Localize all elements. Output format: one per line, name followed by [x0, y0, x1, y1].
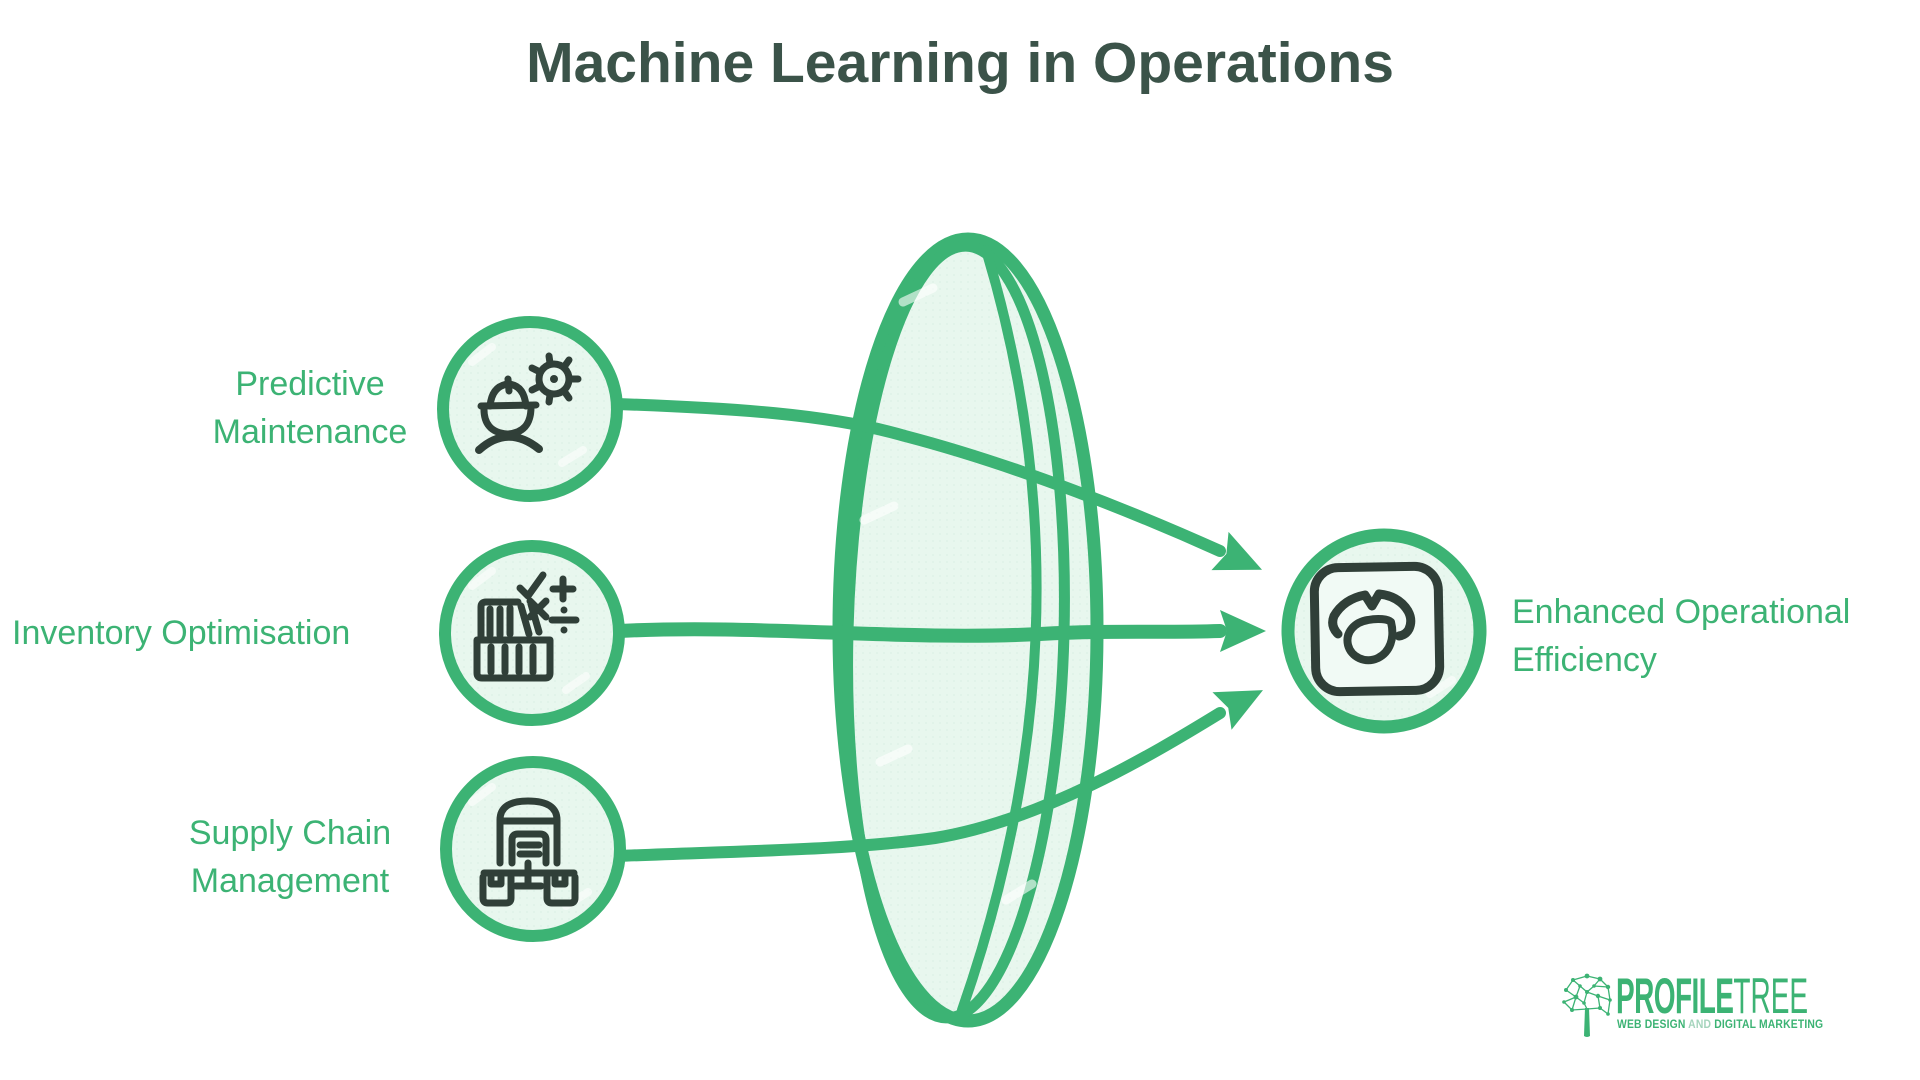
tree-network-icon — [1562, 973, 1612, 1037]
arrowheads — [1211, 531, 1266, 730]
input-circle-predictive — [437, 316, 623, 502]
output-circle-efficiency — [1281, 528, 1487, 734]
profiletree-logo: PROFILETREE WEB DESIGN AND DIGITAL MARKE… — [1556, 962, 1896, 1042]
input-circle-supply — [440, 756, 626, 942]
logo-brand-profile: PROFILE — [1616, 968, 1734, 1024]
logo-brand: PROFILETREE — [1616, 971, 1808, 1021]
page-title: Machine Learning in Operations — [526, 31, 1394, 95]
label-predictive-maintenance: Predictive Maintenance — [212, 365, 408, 451]
logo-tagline-and: AND — [1688, 1019, 1712, 1031]
gauge-icon — [1309, 561, 1445, 697]
flow-lines — [611, 398, 1227, 862]
arrowhead-top — [1211, 531, 1263, 571]
circle-highlight-marks — [468, 343, 587, 467]
input-circle-inventory — [439, 540, 625, 726]
logo-tagline-digital-marketing: DIGITAL MARKETING — [1714, 1019, 1824, 1031]
label-inventory-optimisation: Inventory Optimisation — [12, 614, 351, 652]
engineer-gear-icon — [475, 352, 582, 454]
label-enhanced-operational-efficiency: Enhanced Operational Efficiency — [1512, 593, 1851, 679]
logo-brand-tree: TREE — [1733, 968, 1809, 1024]
logo-tagline: WEB DESIGN AND DIGITAL MARKETING — [1617, 1019, 1823, 1031]
label-supply-chain-management: Supply Chain Management — [188, 814, 392, 900]
arrowhead-middle — [1220, 610, 1266, 652]
lens-highlight-marks — [859, 283, 1037, 905]
circle-highlight-marks — [468, 567, 590, 694]
logo-tagline-web-design: WEB DESIGN — [1617, 1019, 1686, 1031]
arrowhead-bottom — [1212, 690, 1263, 730]
flow-line-supply — [612, 707, 1226, 862]
flow-line-inventory — [612, 622, 1227, 643]
warehouse-network-icon — [479, 797, 579, 907]
flow-line-predictive — [611, 398, 1226, 557]
inventory-math-icon — [473, 571, 580, 682]
